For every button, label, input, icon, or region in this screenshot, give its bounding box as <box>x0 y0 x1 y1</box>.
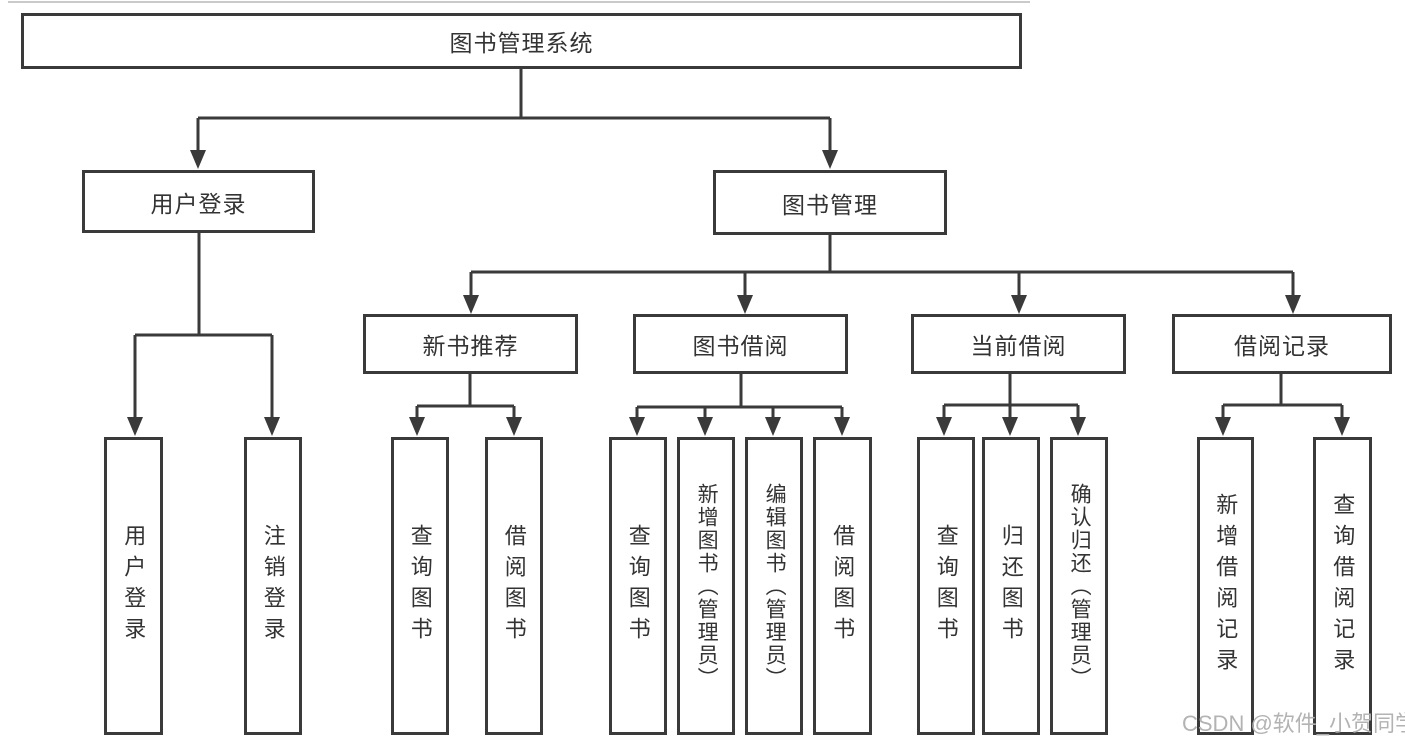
leaf-label: 查询图书 <box>407 524 433 648</box>
leaf-label: 编辑图书（管理员） <box>763 482 787 690</box>
leaf-cb-confirm-return-admin: 确认归还（管理员） <box>1050 437 1108 735</box>
leaf-label: 新增图书（管理员） <box>695 482 719 690</box>
node-root-library-system: 图书管理系统 <box>21 13 1022 69</box>
leaf-label: 查询借阅记录 <box>1330 493 1356 679</box>
leaf-logout: 注销登录 <box>244 437 302 735</box>
leaf-br-query-record: 查询借阅记录 <box>1313 437 1372 735</box>
leaf-bb-borrow-books: 借阅图书 <box>813 437 872 735</box>
leaf-label: 注销登录 <box>260 524 286 648</box>
leaf-bb-query-books: 查询图书 <box>609 437 667 735</box>
leaf-label: 查询图书 <box>625 524 651 648</box>
node-book-borrowing: 图书借阅 <box>633 314 848 374</box>
leaf-label: 借阅图书 <box>501 524 527 648</box>
node-current-borrowing: 当前借阅 <box>911 314 1126 374</box>
node-new-book-recommendation: 新书推荐 <box>363 314 578 374</box>
node-book-management: 图书管理 <box>713 170 947 235</box>
node-borrowing-records: 借阅记录 <box>1172 314 1392 374</box>
node-user-login: 用户登录 <box>82 170 315 233</box>
leaf-label: 确认归还（管理员） <box>1068 482 1092 690</box>
csdn-watermark: CSDN @软件_小贺同学 <box>1182 711 1405 736</box>
leaf-label: 归还图书 <box>998 524 1024 648</box>
leaf-label: 借阅图书 <box>830 524 856 648</box>
leaf-nb-borrow-books: 借阅图书 <box>485 437 543 735</box>
top-edge-hairline <box>8 1 1030 3</box>
leaf-label: 查询图书 <box>933 524 959 648</box>
leaf-user-login: 用户登录 <box>104 437 163 735</box>
leaf-bb-add-books-admin: 新增图书（管理员） <box>677 437 735 735</box>
leaf-br-add-record: 新增借阅记录 <box>1197 437 1254 735</box>
leaf-nb-query-books: 查询图书 <box>391 437 449 735</box>
leaf-label: 用户登录 <box>121 524 147 648</box>
leaf-label: 新增借阅记录 <box>1213 493 1239 679</box>
leaf-cb-query-books: 查询图书 <box>917 437 975 735</box>
leaf-bb-edit-books-admin: 编辑图书（管理员） <box>745 437 803 735</box>
leaf-cb-return-books: 归还图书 <box>982 437 1040 735</box>
